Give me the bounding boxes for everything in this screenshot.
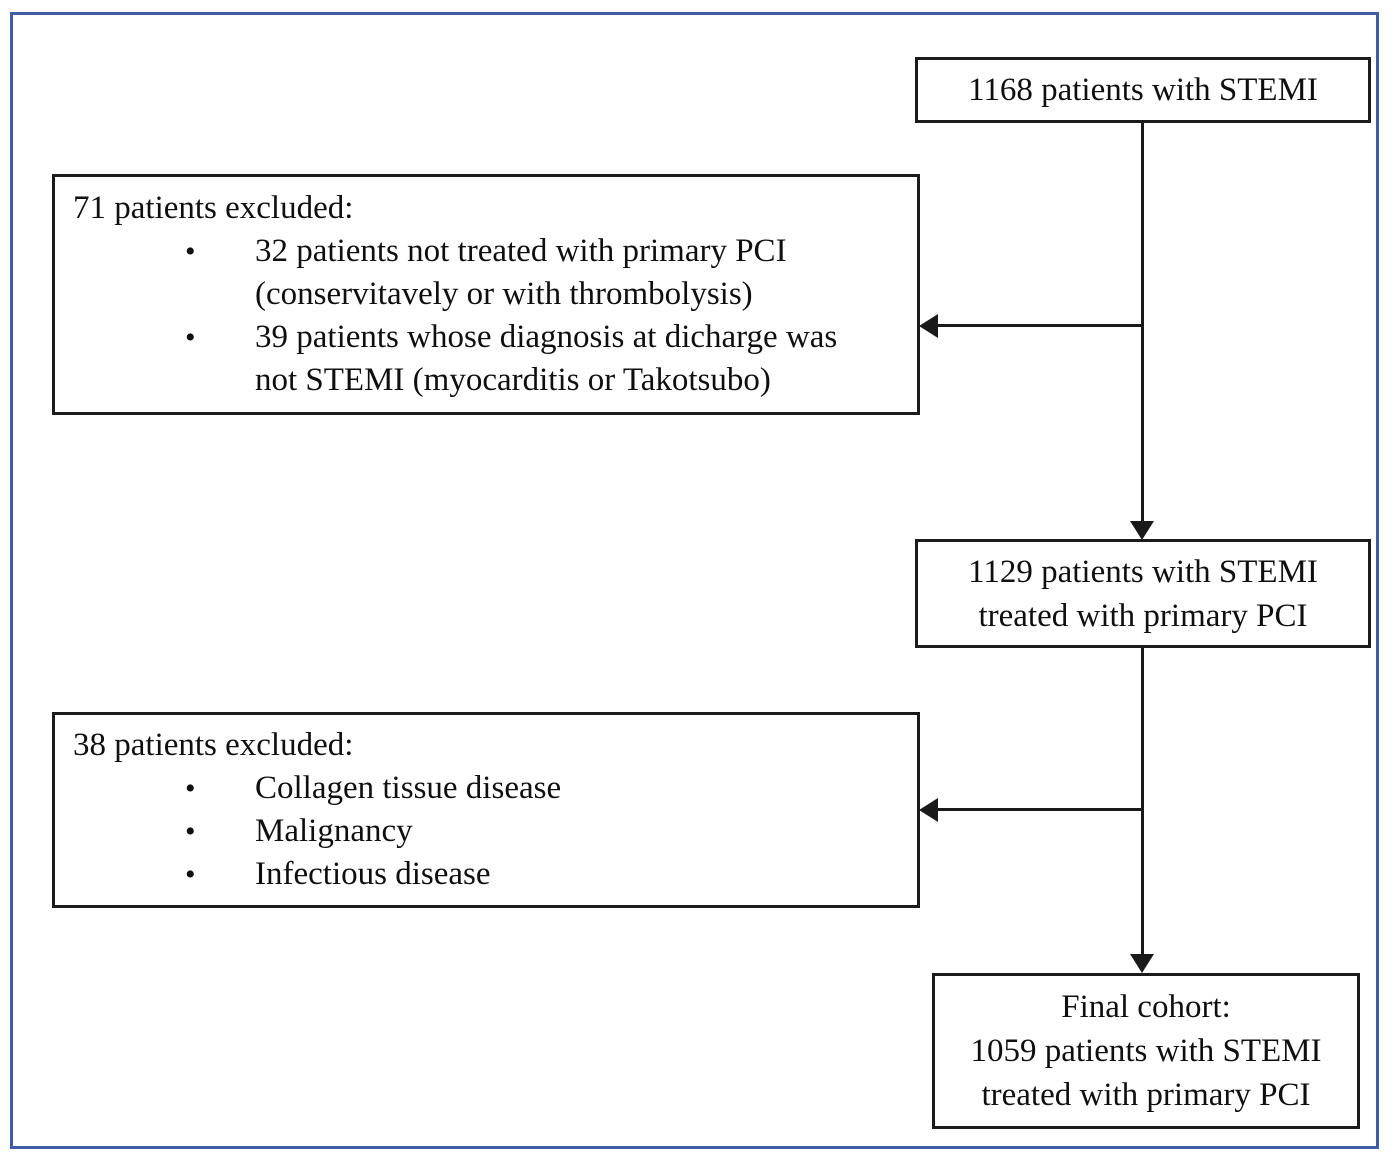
connector-branch-exclusion2 <box>936 808 1143 811</box>
connector-pci-to-final <box>1141 646 1144 957</box>
exclusion2-bullet-2-text: Malignancy <box>255 813 413 849</box>
arrow-down-icon <box>1130 521 1154 540</box>
arrow-left-icon <box>919 314 938 338</box>
exclusion2-bullet-1: • Collagen tissue disease <box>73 767 899 810</box>
bullet-icon: • <box>185 858 196 891</box>
exclusion2-bullet-3-text: Infectious disease <box>255 856 491 892</box>
bullet-icon: • <box>185 235 196 268</box>
exclusion1-bullet-2: • 39 patients whose diagnosis at dicharg… <box>73 316 899 402</box>
bullet-icon: • <box>185 772 196 805</box>
exclusion1-bullet-1: • 32 patients not treated with primary P… <box>73 230 899 316</box>
node-exclusion-1: 71 patients excluded: • 32 patients not … <box>52 174 920 415</box>
bullet-icon: • <box>185 321 196 354</box>
exclusion1-title: 71 patients excluded: <box>73 190 354 226</box>
exclusion2-bullet-1-text: Collagen tissue disease <box>255 770 562 806</box>
node-exclusion-2: 38 patients excluded: • Collagen tissue … <box>52 712 920 908</box>
node-pci-patients: 1129 patients with STEMI treated with pr… <box>915 539 1371 648</box>
exclusion2-bullet-2: • Malignancy <box>73 810 899 853</box>
node-final-text: Final cohort: 1059 patients with STEMI t… <box>970 989 1322 1113</box>
exclusion2-title: 38 patients excluded: <box>73 727 354 763</box>
arrow-left-icon <box>919 798 938 822</box>
node-initial-patients: 1168 patients with STEMI <box>915 57 1371 123</box>
node-initial-text: 1168 patients with STEMI <box>968 72 1318 108</box>
connector-branch-exclusion1 <box>936 324 1143 327</box>
arrow-down-icon <box>1130 954 1154 973</box>
bullet-icon: • <box>185 815 196 848</box>
node-pci-text: 1129 patients with STEMI treated with pr… <box>968 553 1318 634</box>
exclusion2-bullet-3: • Infectious disease <box>73 853 899 896</box>
exclusion1-bullet-1-text: 32 patients not treated with primary PCI… <box>255 233 787 312</box>
exclusion1-bullet-2-text: 39 patients whose diagnosis at dicharge … <box>255 319 838 398</box>
connector-initial-to-pci <box>1141 123 1144 524</box>
node-final-cohort: Final cohort: 1059 patients with STEMI t… <box>932 973 1360 1129</box>
